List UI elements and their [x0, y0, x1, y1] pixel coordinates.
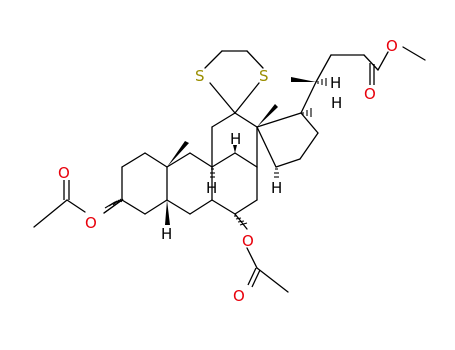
bond: [256, 267, 289, 293]
oxygen-atom-label: O: [386, 37, 398, 55]
bond: [300, 81, 317, 114]
oxygen-atom-label: O: [233, 287, 245, 305]
bond: [144, 199, 168, 215]
bond: [246, 50, 264, 69]
sulfur-atom-label: S: [195, 67, 205, 85]
bond: [234, 199, 258, 215]
bond: [211, 152, 236, 168]
double-bond: [251, 269, 261, 288]
oxygen-atom-label: O: [364, 85, 376, 103]
bond: [211, 112, 236, 128]
bond: [256, 126, 277, 168]
sulfur-atom-label: S: [259, 67, 269, 85]
hydrogen-atom-label: H: [271, 179, 282, 197]
wedge-bond-methyl: [257, 104, 278, 127]
hash-bond-h14: [274, 168, 279, 178]
hydrogen-atom-label: H: [230, 130, 241, 148]
bond: [377, 51, 389, 71]
bond: [166, 199, 191, 215]
wedge-bond-h5: [165, 200, 170, 225]
bond: [315, 54, 332, 83]
hash-bond-h20: [317, 78, 327, 86]
bond: [211, 199, 236, 215]
hydrogen-atom-label: H: [206, 179, 217, 197]
bond: [299, 132, 319, 160]
bond: [300, 112, 319, 134]
oxygen-atom-label: O: [242, 232, 254, 250]
bond: [144, 152, 168, 168]
hydrogen-atom-label: H: [161, 225, 172, 243]
bond: [33, 199, 68, 228]
bond: [209, 82, 236, 114]
bond: [103, 199, 123, 214]
double-bond: [247, 267, 257, 286]
wedge-bond-methyl: [167, 141, 189, 167]
wedge-bond-methyl: [291, 77, 316, 82]
bond: [189, 152, 213, 168]
hash-bond-c7-o: [234, 215, 248, 226]
bond: [121, 199, 146, 215]
bond: [166, 152, 191, 168]
oxygen-atom-label: O: [58, 164, 70, 182]
hash-bond-h9: [210, 168, 215, 178]
bond: [234, 112, 258, 128]
bond: [121, 152, 146, 168]
bond: [256, 112, 302, 128]
bond: [402, 46, 426, 61]
bond: [234, 152, 258, 168]
bond: [189, 199, 213, 215]
bond: [246, 247, 258, 269]
bond: [275, 158, 301, 168]
hydrogen-atom-label: H: [331, 94, 342, 112]
hash-bond-h17: [302, 108, 312, 117]
bond: [66, 199, 86, 213]
hash-bond-c3-o: [104, 198, 124, 209]
bond: [234, 82, 260, 114]
wedge-bond-h8: [233, 145, 237, 153]
hydrogen-atom-label: H: [330, 74, 341, 92]
oxygen-atom-label: O: [85, 214, 97, 232]
bond: [363, 54, 379, 71]
bond: [204, 50, 223, 69]
